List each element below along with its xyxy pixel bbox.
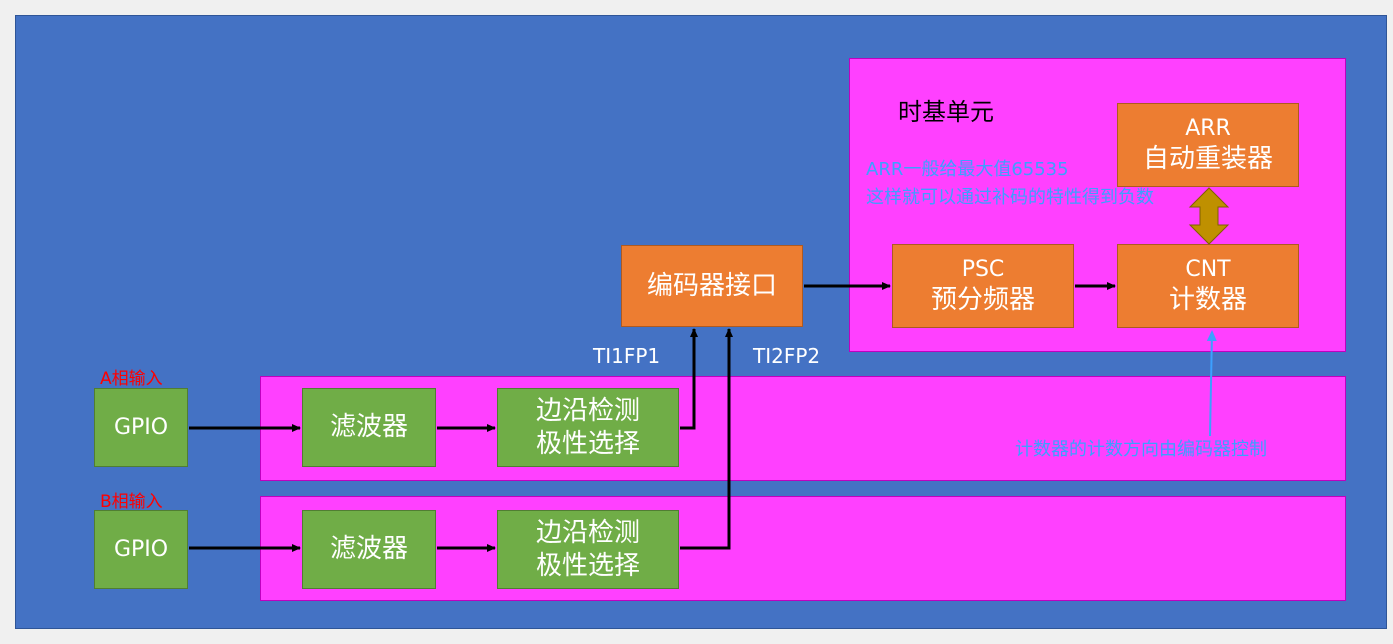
cnt-block-sublabel: 计数器	[1168, 284, 1247, 315]
wire-a-edge-encoder	[680, 328, 698, 430]
channel-a-edge-line1: 边沿检测	[535, 396, 640, 426]
channel-b-input-label: B相输入	[100, 492, 163, 512]
cnt-block: CNT 计数器	[1117, 244, 1299, 328]
channel-b-edge-line2: 极性选择	[535, 550, 640, 581]
arr-cnt-double-arrow	[1188, 187, 1230, 245]
channel-b-edge-block: 边沿检测 极性选择	[497, 510, 679, 589]
psc-block: PSC 预分频器	[892, 244, 1074, 328]
encoder-interface-block: 编码器接口	[621, 245, 803, 327]
time-base-title: 时基单元	[898, 98, 994, 126]
channel-b-edge-line1: 边沿检测	[535, 518, 640, 548]
ti1fp1-label: TI1FP1	[593, 344, 661, 368]
arr-block: ARR 自动重装器	[1117, 103, 1299, 187]
channel-a-gpio-block: GPIO	[94, 388, 188, 467]
channel-a-gpio-label: GPIO	[113, 414, 169, 440]
psc-block-sublabel: 预分频器	[930, 284, 1035, 315]
channel-a-filter-block: 滤波器	[302, 388, 436, 467]
channel-b-gpio-label: GPIO	[113, 536, 169, 562]
wire-b-edge-encoder	[680, 328, 733, 550]
cnt-block-label: CNT	[1185, 257, 1231, 282]
channel-a-edge-block: 边沿检测 极性选择	[497, 388, 679, 467]
arr-block-sublabel: 自动重装器	[1142, 143, 1273, 174]
channel-a-input-label: A相输入	[100, 369, 163, 389]
direction-note: 计数器的计数方向由编码器控制	[1015, 439, 1267, 460]
channel-b-filter-block: 滤波器	[302, 510, 436, 589]
psc-block-label: PSC	[961, 257, 1005, 282]
direction-arrow	[1206, 330, 1217, 437]
arr-note-line2: 这样就可以通过补码的特性得到负数	[866, 187, 1154, 208]
channel-a-edge-line2: 极性选择	[535, 428, 640, 459]
arr-note-line1: ARR一般给最大值65535	[866, 159, 1069, 180]
ti2fp2-label: TI2FP2	[753, 344, 821, 368]
channel-b-filter-label: 滤波器	[329, 534, 408, 565]
arr-block-label: ARR	[1185, 116, 1231, 141]
encoder-interface-label: 编码器接口	[646, 270, 777, 301]
channel-b-gpio-block: GPIO	[94, 510, 188, 589]
channel-a-filter-label: 滤波器	[329, 412, 408, 443]
